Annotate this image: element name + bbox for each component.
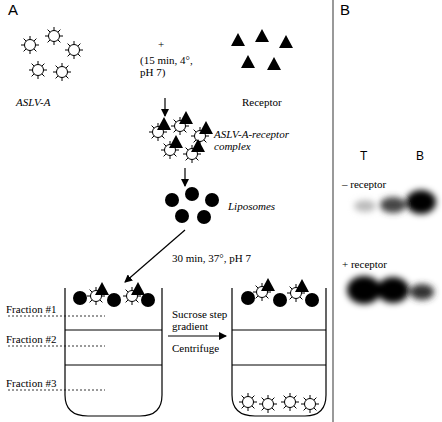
liposome-group (165, 187, 219, 224)
receptor-label: Receptor (242, 96, 282, 108)
lane-label: B (416, 150, 424, 162)
lane-label: T (360, 150, 367, 162)
gradient-step (232, 365, 326, 366)
panel-letter: B (340, 4, 350, 16)
panel-divider (332, 0, 334, 422)
liposome-label: Liposomes (228, 200, 275, 212)
row-label: + receptor (342, 258, 387, 270)
arrow (184, 168, 185, 186)
virus-group (21, 27, 83, 81)
arrow (168, 335, 226, 336)
western-blot (347, 190, 436, 304)
gradient-step (65, 330, 162, 331)
condition-note: (15 min, 4°, pH 7) (140, 54, 202, 78)
panel-letter: A (8, 4, 18, 16)
tube-contents (73, 282, 155, 307)
fraction-label: Fraction #1 (6, 303, 56, 315)
centrifuge-tube (232, 288, 326, 416)
row-label: – receptor (342, 178, 386, 190)
fraction-label: Fraction #2 (6, 333, 56, 345)
gradient-label: Sucrose step gradient (172, 308, 234, 332)
virus-label: ASLV-A (16, 96, 50, 108)
complex-label: ASLV-A-receptor complex (214, 128, 309, 152)
process-label: Centrifuge (172, 342, 219, 354)
condition-note: 30 min, 37°, pH 7 (172, 252, 251, 264)
plus-sign: + (158, 38, 164, 50)
centrifuge-tube (65, 288, 162, 416)
arrow (164, 98, 165, 116)
complex-group (149, 111, 213, 163)
gradient-step (65, 365, 162, 366)
gradient-step (232, 330, 326, 331)
tube-contents (239, 278, 319, 413)
fraction-label: Fraction #3 (6, 377, 56, 389)
receptor-group (231, 29, 293, 70)
